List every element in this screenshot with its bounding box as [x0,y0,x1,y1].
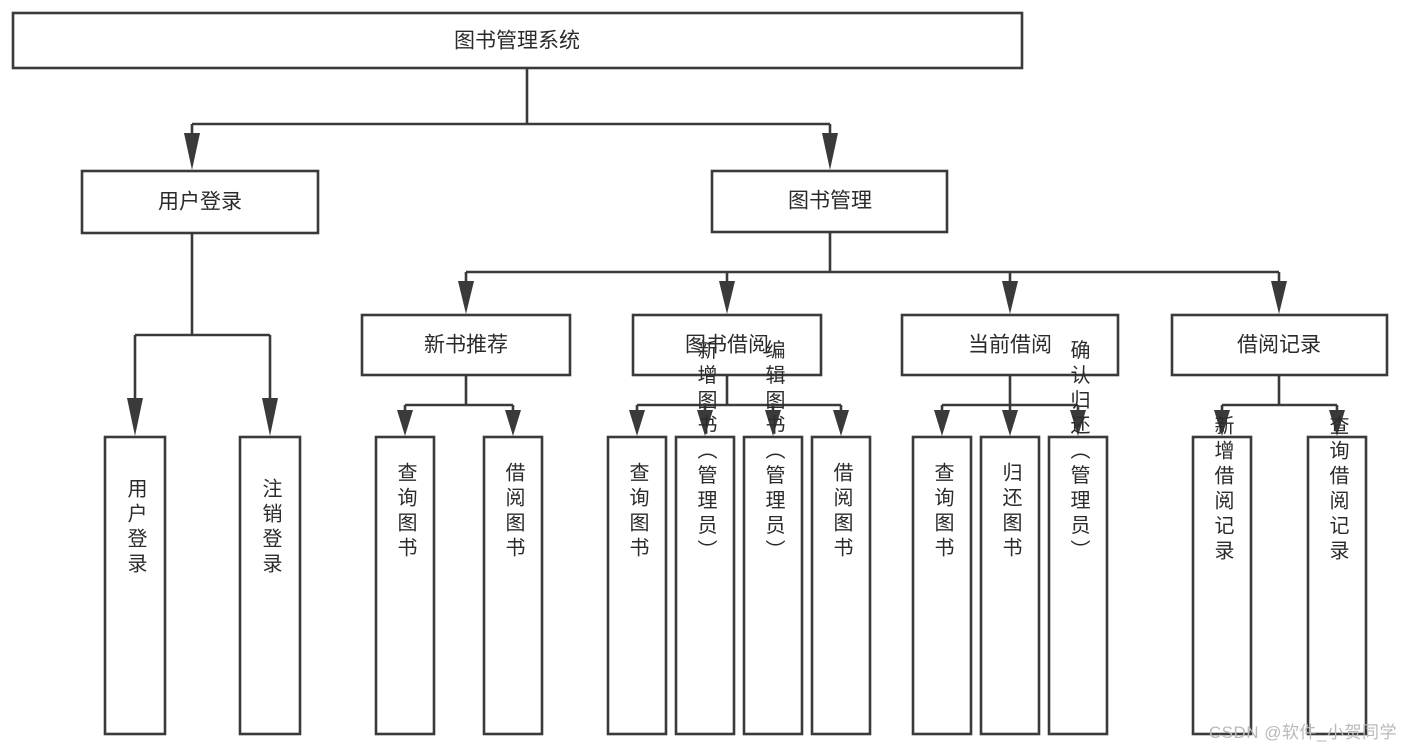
arrow-to-borrow-record [1271,281,1287,314]
node-book-borrow-box[interactable] [631,313,823,377]
leaf-borrow-edit-book-label: 编辑图书（管理员） [762,339,785,564]
csdn-watermark: CSDN @软件_小贺同学 [1208,723,1397,742]
leaf-logout[interactable]: 注销登录 [238,435,302,736]
leaf-record-query-label: 查询借阅记录 [1326,415,1349,565]
arrow-to-leaf-recommend-borrow [505,410,521,436]
leaf-current-query-book[interactable]: 查询图书 [911,435,973,736]
arrow-to-leaf-borrow-lend [833,410,849,436]
arrow-to-book-manage [822,133,838,170]
node-user-login-label: 用户登录 [158,191,242,214]
arrow-to-user-login [184,133,200,170]
node-root-label: 图书管理系统 [454,30,580,53]
node-borrow-record-label: 借阅记录 [1237,334,1321,357]
leaf-current-confirm-return-label: 确认归还（管理员） [1067,339,1090,564]
node-book-manage[interactable]: 图书管理 [710,169,949,234]
leaf-record-query[interactable]: 查询借阅记录 [1306,415,1368,736]
leaf-borrow-query-book-box[interactable] [606,435,668,736]
node-book-borrow-label: 图书借阅 [685,334,769,357]
node-borrow-record-box[interactable] [1170,313,1389,377]
leaf-current-confirm-return[interactable]: 确认归还（管理员） [1047,339,1109,736]
leaf-borrow-lend-book[interactable]: 借阅图书 [810,435,872,736]
leaf-current-return-book-box[interactable] [979,435,1041,736]
arrow-to-leaf-current-return [1002,410,1018,436]
leaf-user-login-box[interactable] [103,435,167,736]
node-book-borrow[interactable]: 图书借阅 [631,313,823,377]
node-current-borrow-label: 当前借阅 [968,334,1052,357]
node-current-borrow-box[interactable] [900,313,1120,377]
leaf-current-query-book-label: 查询图书 [931,462,954,562]
arrow-to-leaf-borrow-add [697,410,713,436]
arrow-to-leaf-borrow-query [629,410,645,436]
arrow-to-leaf-user-login [127,398,143,436]
arrow-to-leaf-recommend-query [397,410,413,436]
leaf-record-add-label: 新增借阅记录 [1211,415,1234,565]
leaf-borrow-query-book-label: 查询图书 [626,462,649,562]
arrow-to-leaf-current-confirm [1070,410,1086,436]
leaf-current-confirm-return-box[interactable] [1047,435,1109,736]
leaf-borrow-edit-book-box[interactable] [742,435,804,736]
leaf-borrow-query-book[interactable]: 查询图书 [606,435,668,736]
leaf-current-query-book-box[interactable] [911,435,973,736]
node-book-manage-label: 图书管理 [788,190,872,213]
arrow-to-new-book-recommend [458,281,474,314]
leaf-borrow-edit-book[interactable]: 编辑图书（管理员） [742,339,804,736]
arrow-to-book-borrow [719,281,735,314]
arrow-to-leaf-borrow-edit [765,410,781,436]
leaf-logout-box[interactable] [238,435,302,736]
arrow-to-leaf-record-query [1329,410,1345,436]
node-current-borrow[interactable]: 当前借阅 [900,313,1120,377]
leaf-record-query-box[interactable] [1306,435,1368,736]
node-new-book-recommend-label: 新书推荐 [424,334,508,357]
node-root-box[interactable] [11,11,1024,70]
node-user-login-box[interactable] [80,169,320,235]
node-book-manage-box[interactable] [710,169,949,234]
leaf-recommend-borrow-book-box[interactable] [482,435,544,736]
leaf-recommend-query-book-box[interactable] [374,435,436,736]
leaf-record-add[interactable]: 新增借阅记录 [1191,415,1253,736]
arrow-to-leaf-logout [262,398,278,436]
leaf-recommend-borrow-book[interactable]: 借阅图书 [482,435,544,736]
node-new-book-recommend[interactable]: 新书推荐 [360,313,572,377]
connector-layer [127,68,1345,436]
leaf-borrow-add-book[interactable]: 新增图书（管理员） [674,339,736,736]
leaf-user-login-label: 用户登录 [124,478,147,578]
node-borrow-record[interactable]: 借阅记录 [1170,313,1389,377]
leaf-borrow-lend-book-label: 借阅图书 [830,462,853,562]
node-new-book-recommend-box[interactable] [360,313,572,377]
leaf-record-add-box[interactable] [1191,435,1253,736]
leaf-borrow-add-book-box[interactable] [674,435,736,736]
leaf-logout-label: 注销登录 [259,478,282,578]
leaf-current-return-book-label: 归还图书 [999,462,1022,562]
leaf-recommend-borrow-book-label: 借阅图书 [502,462,525,562]
arrow-to-current-borrow [1002,281,1018,314]
leaf-recommend-query-book[interactable]: 查询图书 [374,435,436,736]
arrow-to-leaf-record-add [1214,410,1230,436]
leaf-current-return-book[interactable]: 归还图书 [979,435,1041,736]
leaf-borrow-add-book-label: 新增图书（管理员） [694,339,717,564]
arrow-to-leaf-current-query [934,410,950,436]
leaf-recommend-query-book-label: 查询图书 [394,462,417,562]
leaf-borrow-lend-book-box[interactable] [810,435,872,736]
node-user-login[interactable]: 用户登录 [80,169,320,235]
node-root[interactable]: 图书管理系统 [11,11,1024,70]
leaf-user-login[interactable]: 用户登录 [103,435,167,736]
